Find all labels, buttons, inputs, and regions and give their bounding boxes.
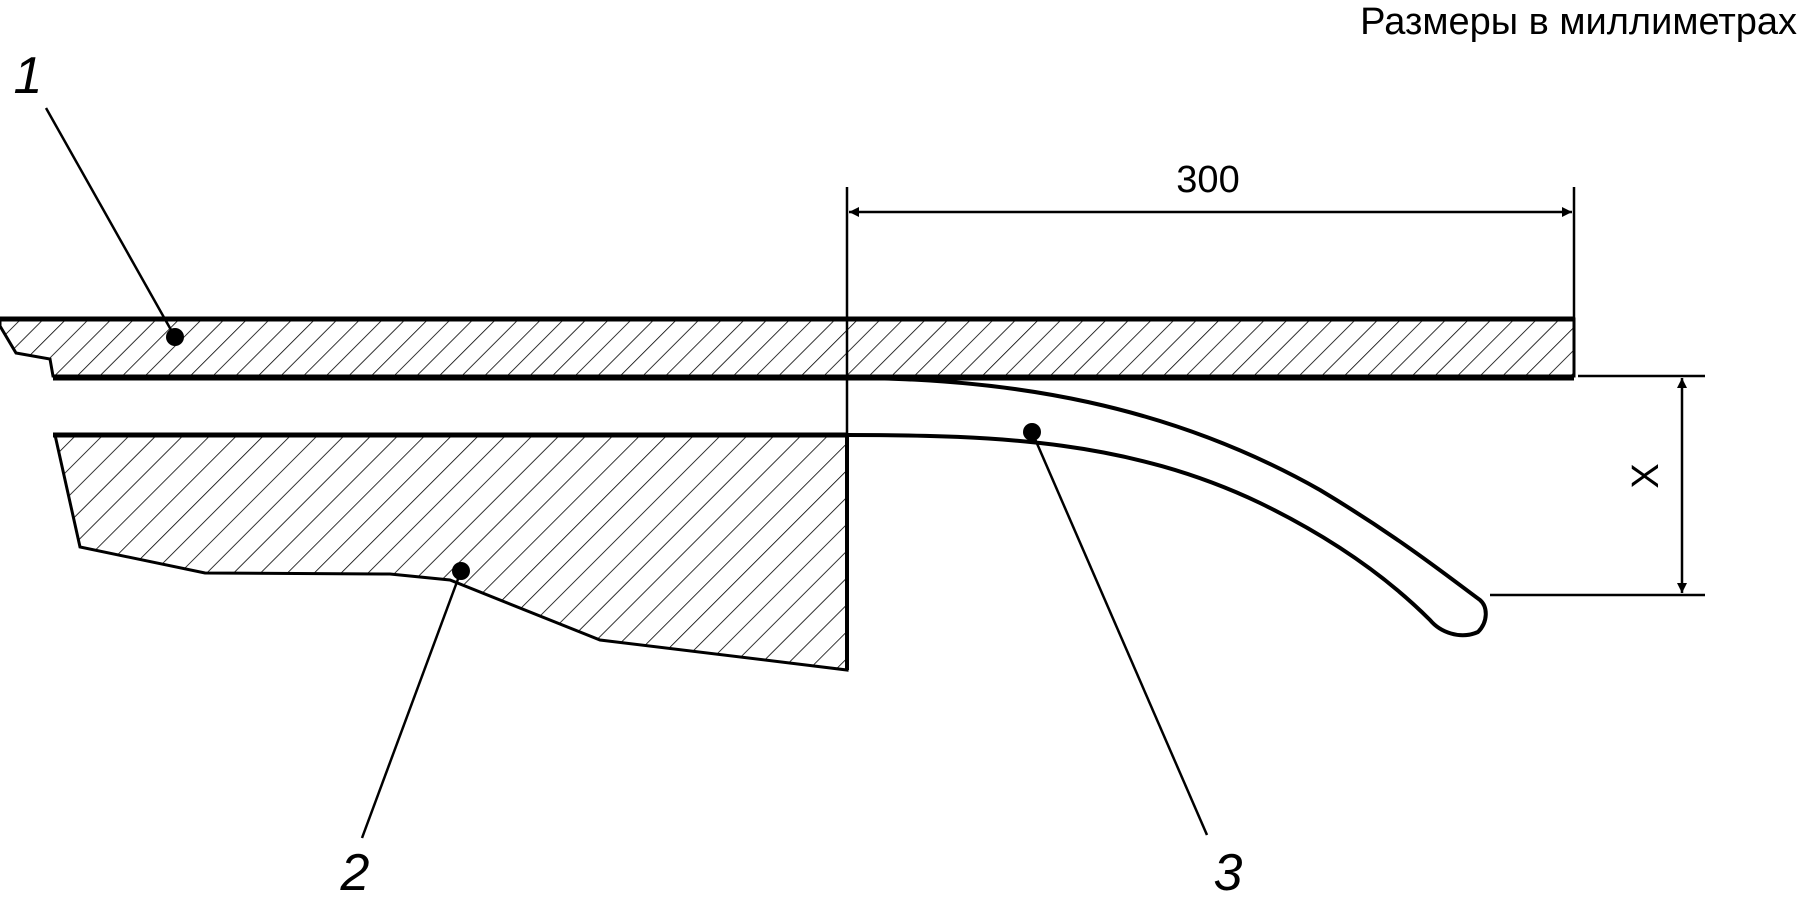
callout-3: 3 [1023, 423, 1243, 899]
support-block [53, 432, 849, 672]
deflected-sample [846, 376, 1488, 638]
upper-plate [0, 316, 1576, 381]
length-dimension: 300 [845, 159, 1576, 670]
callout-1-number: 1 [14, 47, 43, 105]
deflection-dimension: X [1490, 374, 1705, 597]
callout-2: 2 [340, 562, 470, 899]
callout-2-number: 2 [340, 844, 370, 899]
callout-3-number: 3 [1214, 844, 1243, 899]
units-note: Размеры в миллиметрах [1360, 1, 1797, 43]
deflection-label: X [1625, 463, 1667, 488]
callout-1: 1 [14, 47, 184, 346]
length-label: 300 [1176, 159, 1239, 201]
